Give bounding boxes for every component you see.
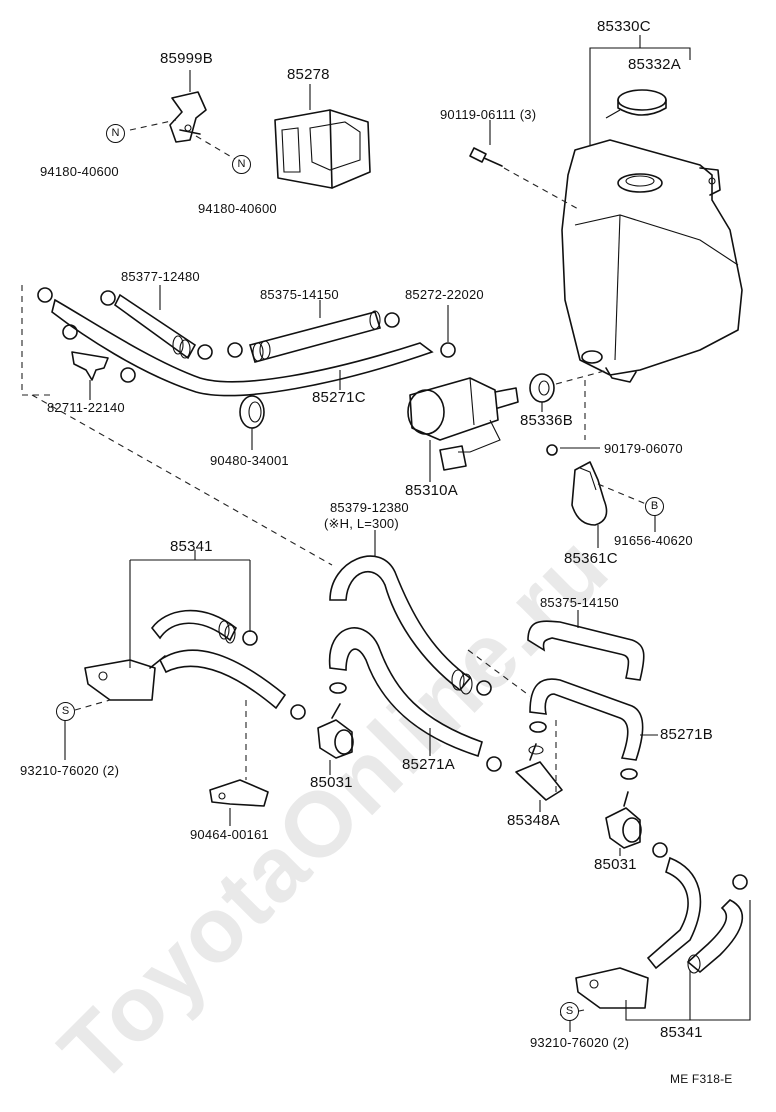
hose-clamps-upper: [37, 287, 456, 383]
label-85271C: 85271C: [312, 389, 366, 406]
symbol-s-left: S: [56, 702, 75, 721]
grommet-90480: [239, 395, 265, 429]
hose-clip: [71, 351, 109, 381]
clamp-85379: [476, 680, 492, 696]
label-90119-06111: 90119-06111 (3): [440, 107, 537, 122]
hose-85341-left: [150, 609, 287, 710]
label-85336B: 85336B: [520, 412, 573, 429]
label-85272-22020: 85272-22020: [405, 287, 484, 302]
label-90480-34001: 90480-34001: [210, 453, 289, 468]
label-94180-40600-a: 94180-40600: [40, 164, 119, 179]
label-85379-note: (※H, L=300): [324, 516, 399, 531]
label-85310A: 85310A: [405, 482, 458, 499]
label-85271B: 85271B: [660, 726, 713, 743]
pump-bracket: [571, 461, 608, 526]
label-90464-00161: 90464-00161: [190, 827, 269, 842]
label-82711-22140: 82711-22140: [47, 400, 125, 415]
nozzle-left: [84, 655, 166, 701]
label-85330C: 85330C: [597, 18, 651, 35]
relay-bracket: [169, 91, 207, 143]
washer-pump: [407, 377, 519, 471]
clamp-85271A: [486, 756, 502, 772]
hose-85375-upper: [249, 310, 382, 363]
label-85341-right: 85341: [660, 1024, 703, 1041]
label-85999B: 85999B: [160, 50, 213, 67]
label-93210-76020-left: 93210-76020 (2): [20, 763, 120, 778]
clamp-85031-right: [652, 842, 668, 858]
label-85332A: 85332A: [628, 56, 681, 73]
symbol-s-right: S: [560, 1002, 579, 1021]
footer-code: ME F318-E: [670, 1072, 733, 1086]
washer-tank: [561, 139, 743, 383]
hose-85375-lower: [527, 620, 645, 681]
nut-90179: [546, 444, 558, 456]
hose-85379: [329, 555, 473, 695]
hose-clip-90464: [209, 779, 269, 807]
hose-85271A: [328, 627, 483, 758]
hose-85377: [113, 293, 197, 360]
symbol-b: B: [645, 497, 664, 516]
label-85341-left: 85341: [170, 538, 213, 555]
hose-85341-right: [646, 856, 748, 974]
hose-85271C: [51, 298, 434, 397]
grommet-85336B: [529, 373, 555, 403]
label-85379-12380: 85379-12380: [330, 500, 409, 515]
label-93210-76020-right: 93210-76020 (2): [530, 1035, 630, 1050]
label-85031-left: 85031: [310, 774, 353, 791]
symbol-n-right: N: [232, 155, 251, 174]
clamp-85271B-b: [620, 768, 638, 780]
label-85361C: 85361C: [564, 550, 618, 567]
clamp-85271B-a: [529, 721, 547, 733]
label-91656-40620: 91656-40620: [614, 533, 693, 548]
relay: [274, 109, 371, 189]
label-85377-12480: 85377-12480: [121, 269, 200, 284]
label-85375-14150-lower: 85375-14150: [540, 595, 619, 610]
hose-85271B: [529, 678, 644, 761]
label-85271A: 85271A: [402, 756, 455, 773]
label-90179-06070: 90179-06070: [604, 441, 683, 456]
bolt-90119: [469, 147, 503, 167]
clamp-85031-left: [290, 704, 306, 720]
fitting-85271A-end: [329, 682, 347, 694]
check-valve-right: [605, 791, 642, 849]
label-85375-14150-upper: 85375-14150: [260, 287, 339, 302]
symbol-n-left: N: [106, 124, 125, 143]
label-85348A: 85348A: [507, 812, 560, 829]
tank-cap: [605, 89, 667, 119]
label-85031-right: 85031: [594, 856, 637, 873]
nozzle-right: [575, 967, 649, 1009]
t-joint-85348A: [515, 743, 563, 801]
label-85278: 85278: [287, 66, 330, 83]
label-94180-40600-b: 94180-40600: [198, 201, 277, 216]
check-valve-left: [317, 703, 354, 759]
